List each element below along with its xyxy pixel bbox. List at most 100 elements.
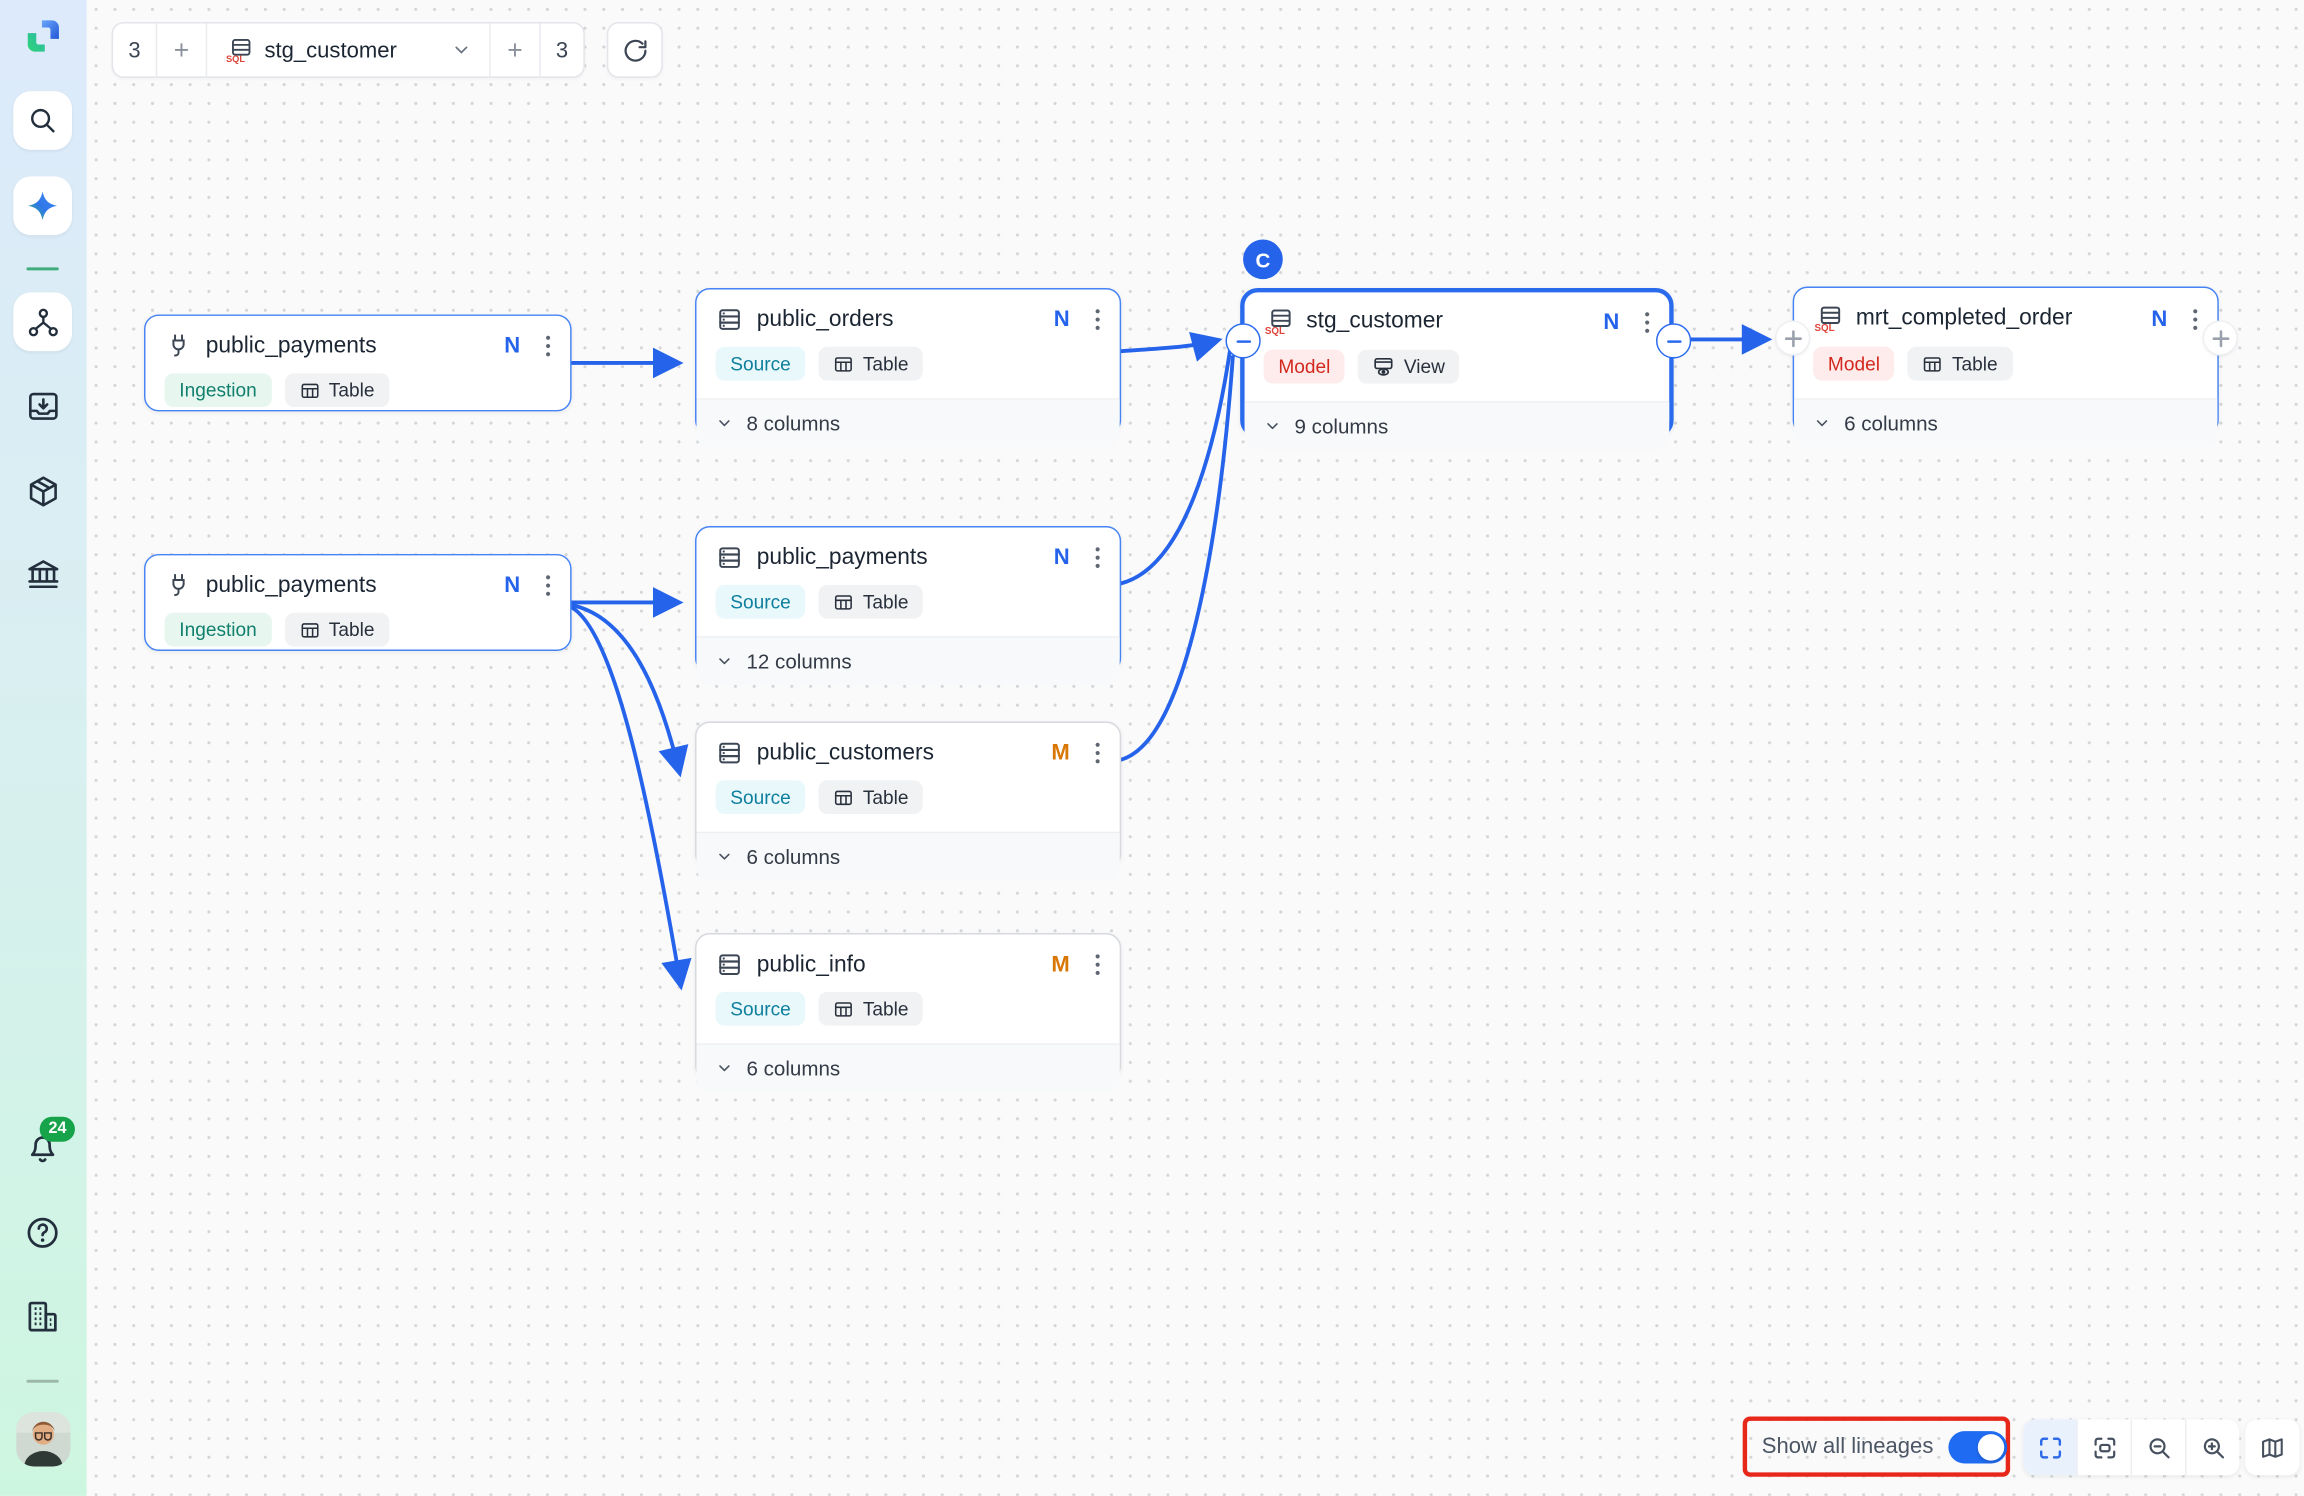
show-all-lineages-toggle[interactable] — [1948, 1430, 2007, 1463]
minimap-button[interactable] — [2245, 1419, 2300, 1476]
columns-expander[interactable]: 6 columns — [1794, 398, 2218, 447]
notifications-button[interactable] — [24, 1128, 62, 1166]
sparkle-icon — [28, 191, 58, 221]
lineage-canvas[interactable] — [86, 0, 2304, 1496]
lineage-depth-toolbar: 3 + SQL stg_customer + 3 — [111, 22, 585, 78]
node-public-payments-ingestion-bottom[interactable]: public_payments N Ingestion Table — [143, 553, 572, 651]
inbox-button[interactable] — [25, 388, 62, 425]
node-selector-dropdown[interactable]: SQL stg_customer — [207, 23, 491, 77]
sidebar-divider-top — [26, 267, 59, 271]
fit-view-icon — [2093, 1436, 2115, 1458]
map-icon — [2262, 1437, 2283, 1458]
columns-expander[interactable]: 6 columns — [696, 831, 1120, 881]
upstream-depth-increase-button[interactable]: + — [157, 23, 208, 77]
columns-expander[interactable]: 12 columns — [696, 636, 1120, 685]
node-title: public_customers — [756, 739, 934, 765]
expand-upstream-handle[interactable] — [1776, 321, 1809, 355]
selected-node-label: stg_customer — [264, 37, 397, 63]
columns-expander[interactable]: 8 columns — [696, 398, 1120, 447]
svg-text:SQL: SQL — [1814, 323, 1834, 334]
organization-button[interactable] — [24, 1297, 62, 1335]
table-icon — [835, 789, 853, 805]
node-menu-button[interactable] — [1095, 309, 1101, 331]
columns-count: 12 columns — [746, 649, 852, 673]
materialization-tag: Table — [284, 612, 390, 647]
node-public-customers[interactable]: public_customers M Source Table 6 column… — [695, 721, 1122, 881]
node-menu-button[interactable] — [1095, 547, 1101, 569]
chevron-down-icon — [719, 420, 730, 427]
status-badge: N — [1053, 307, 1070, 333]
help-button[interactable] — [24, 1214, 62, 1252]
minus-icon — [1235, 339, 1251, 343]
governance-button[interactable] — [25, 557, 62, 594]
source-database-icon — [719, 954, 740, 975]
zoom-in-button[interactable] — [2186, 1419, 2239, 1475]
materialization-tag: Table — [818, 584, 924, 619]
node-title: mrt_completed_order — [1855, 305, 2073, 331]
node-menu-button[interactable] — [1095, 742, 1101, 764]
plug-icon — [172, 573, 185, 596]
materialization-tag: Table — [818, 780, 924, 815]
node-public-info[interactable]: public_info M Source Table 6 columns — [695, 933, 1122, 1092]
notification-count-badge: 24 — [39, 1116, 76, 1142]
bank-icon — [28, 560, 59, 589]
bell-icon — [30, 1136, 55, 1163]
fit-view-button[interactable] — [2078, 1419, 2133, 1476]
refresh-button[interactable] — [606, 22, 663, 78]
kebab-icon — [546, 575, 551, 596]
table-icon — [1924, 356, 1942, 371]
zoom-out-button[interactable] — [2132, 1419, 2187, 1476]
columns-count: 9 columns — [1294, 414, 1389, 438]
materialization-tag: Table — [818, 346, 924, 381]
columns-count: 6 columns — [746, 1056, 841, 1080]
refresh-icon — [623, 38, 646, 61]
table-icon — [301, 622, 319, 637]
downstream-depth-increase-button[interactable]: + — [491, 23, 541, 77]
toggle-knob — [1977, 1433, 2004, 1460]
kebab-icon — [546, 335, 551, 357]
node-menu-button[interactable] — [2192, 308, 2198, 330]
node-menu-button[interactable] — [545, 335, 551, 357]
node-mrt-completed-order[interactable]: SQL mrt_completed_order N Model Table 6 … — [1792, 286, 2219, 447]
search-icon — [31, 108, 55, 133]
columns-expander[interactable]: 9 columns — [1244, 401, 1670, 450]
lineage-button-active[interactable] — [13, 292, 72, 352]
zoom-out-icon — [2148, 1437, 2169, 1458]
table-icon — [835, 1001, 853, 1016]
node-public-payments-ingestion-top[interactable]: public_payments N Ingestion Table — [143, 314, 572, 412]
source-database-icon — [719, 309, 740, 330]
zoom-in-icon — [2203, 1437, 2224, 1458]
node-type-tag: Ingestion — [164, 612, 272, 647]
node-menu-button[interactable] — [545, 575, 551, 597]
node-public-payments-source[interactable]: public_payments N Source Table 12 column… — [695, 526, 1122, 685]
kebab-icon — [1095, 954, 1100, 975]
collapse-upstream-handle[interactable] — [1225, 323, 1261, 359]
node-type-tag: Model — [1813, 346, 1895, 381]
node-menu-button[interactable] — [1095, 954, 1101, 976]
node-public-orders[interactable]: public_orders N Source Table 8 columns — [695, 287, 1122, 447]
ai-assistant-button[interactable] — [13, 176, 72, 236]
node-menu-button[interactable] — [1644, 311, 1650, 333]
chevron-down-icon — [1816, 420, 1828, 427]
plug-icon — [172, 334, 185, 357]
node-stg-customer[interactable]: SQL stg_customer N Model View 9 columns — [1240, 287, 1674, 450]
materialization-tag: Table — [1907, 346, 2013, 381]
chevron-down-icon — [719, 1065, 730, 1072]
packages-button[interactable] — [25, 473, 62, 510]
plus-icon — [2211, 329, 2229, 347]
status-badge: M — [1051, 740, 1070, 766]
user-avatar[interactable] — [16, 1412, 71, 1467]
expand-downstream-handle[interactable] — [2204, 321, 2237, 355]
canvas-view-controls — [2023, 1419, 2240, 1476]
show-all-lineages-label: Show all lineages — [1761, 1434, 1934, 1460]
collapse-downstream-handle[interactable] — [1655, 323, 1692, 359]
table-icon — [835, 594, 853, 609]
status-badge: N — [1603, 309, 1620, 335]
fullscreen-button[interactable] — [2023, 1419, 2078, 1476]
node-type-tag: Source — [715, 584, 806, 619]
materialization-tag: Table — [818, 991, 924, 1026]
columns-expander[interactable]: 6 columns — [696, 1043, 1120, 1092]
status-badge: N — [2151, 306, 2168, 332]
lineage-graph-icon — [28, 307, 58, 336]
search-button[interactable] — [13, 91, 72, 150]
